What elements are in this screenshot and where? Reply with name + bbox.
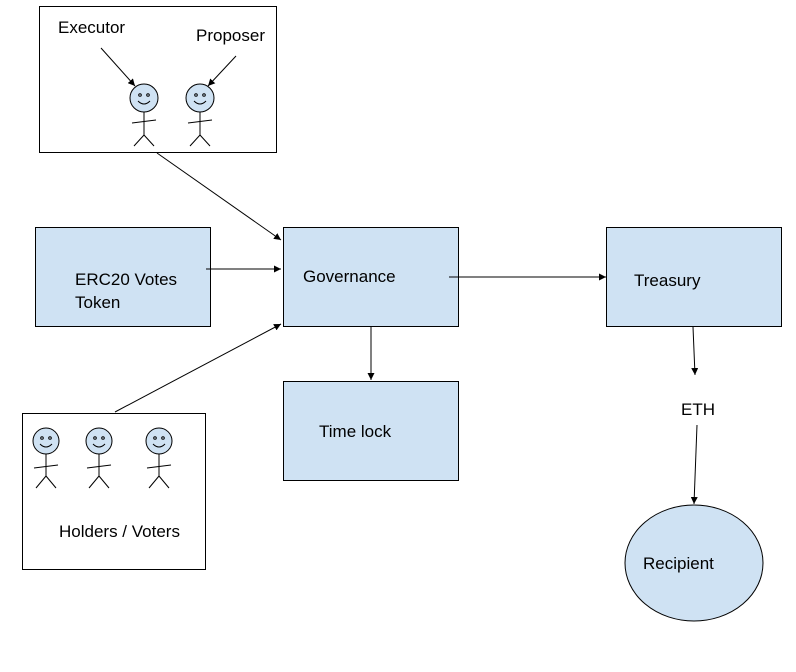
timelock-box xyxy=(283,381,459,481)
eth-label: ETH xyxy=(681,400,715,419)
executor-stick-figure-icon xyxy=(129,83,159,147)
treasury-box xyxy=(606,227,782,327)
governance-label: Governance xyxy=(303,267,396,286)
erc20-token-box xyxy=(35,227,211,327)
treasury-label: Treasury xyxy=(634,271,701,290)
recipient-label: Recipient xyxy=(643,554,714,573)
erc20-token-label-line1: ERC20 Votes xyxy=(75,270,178,289)
treasury-to-eth-arrow xyxy=(691,326,699,376)
proposer-label: Proposer xyxy=(196,26,265,45)
holders-to-governance-arrow xyxy=(114,323,282,413)
proposer-stick-figure-icon xyxy=(185,83,215,147)
recipient-circle xyxy=(624,504,764,622)
holder-3-stick-figure-icon xyxy=(145,427,173,489)
timelock-label: Time lock xyxy=(319,422,392,441)
roles-container xyxy=(39,6,277,153)
executor-label: Executor xyxy=(58,18,126,37)
roles-to-governance-arrow xyxy=(156,152,282,241)
executor-pointer-arrow xyxy=(100,47,136,87)
eth-to-recipient-arrow xyxy=(690,424,698,505)
proposer-pointer-arrow xyxy=(207,55,237,87)
holder-2-stick-figure-icon xyxy=(85,427,113,489)
erc20-token-label-line2: Token xyxy=(75,293,121,312)
holder-1-stick-figure-icon xyxy=(32,427,60,489)
holders-voters-label: Holders / Voters xyxy=(59,522,180,541)
governance-box xyxy=(283,227,459,327)
